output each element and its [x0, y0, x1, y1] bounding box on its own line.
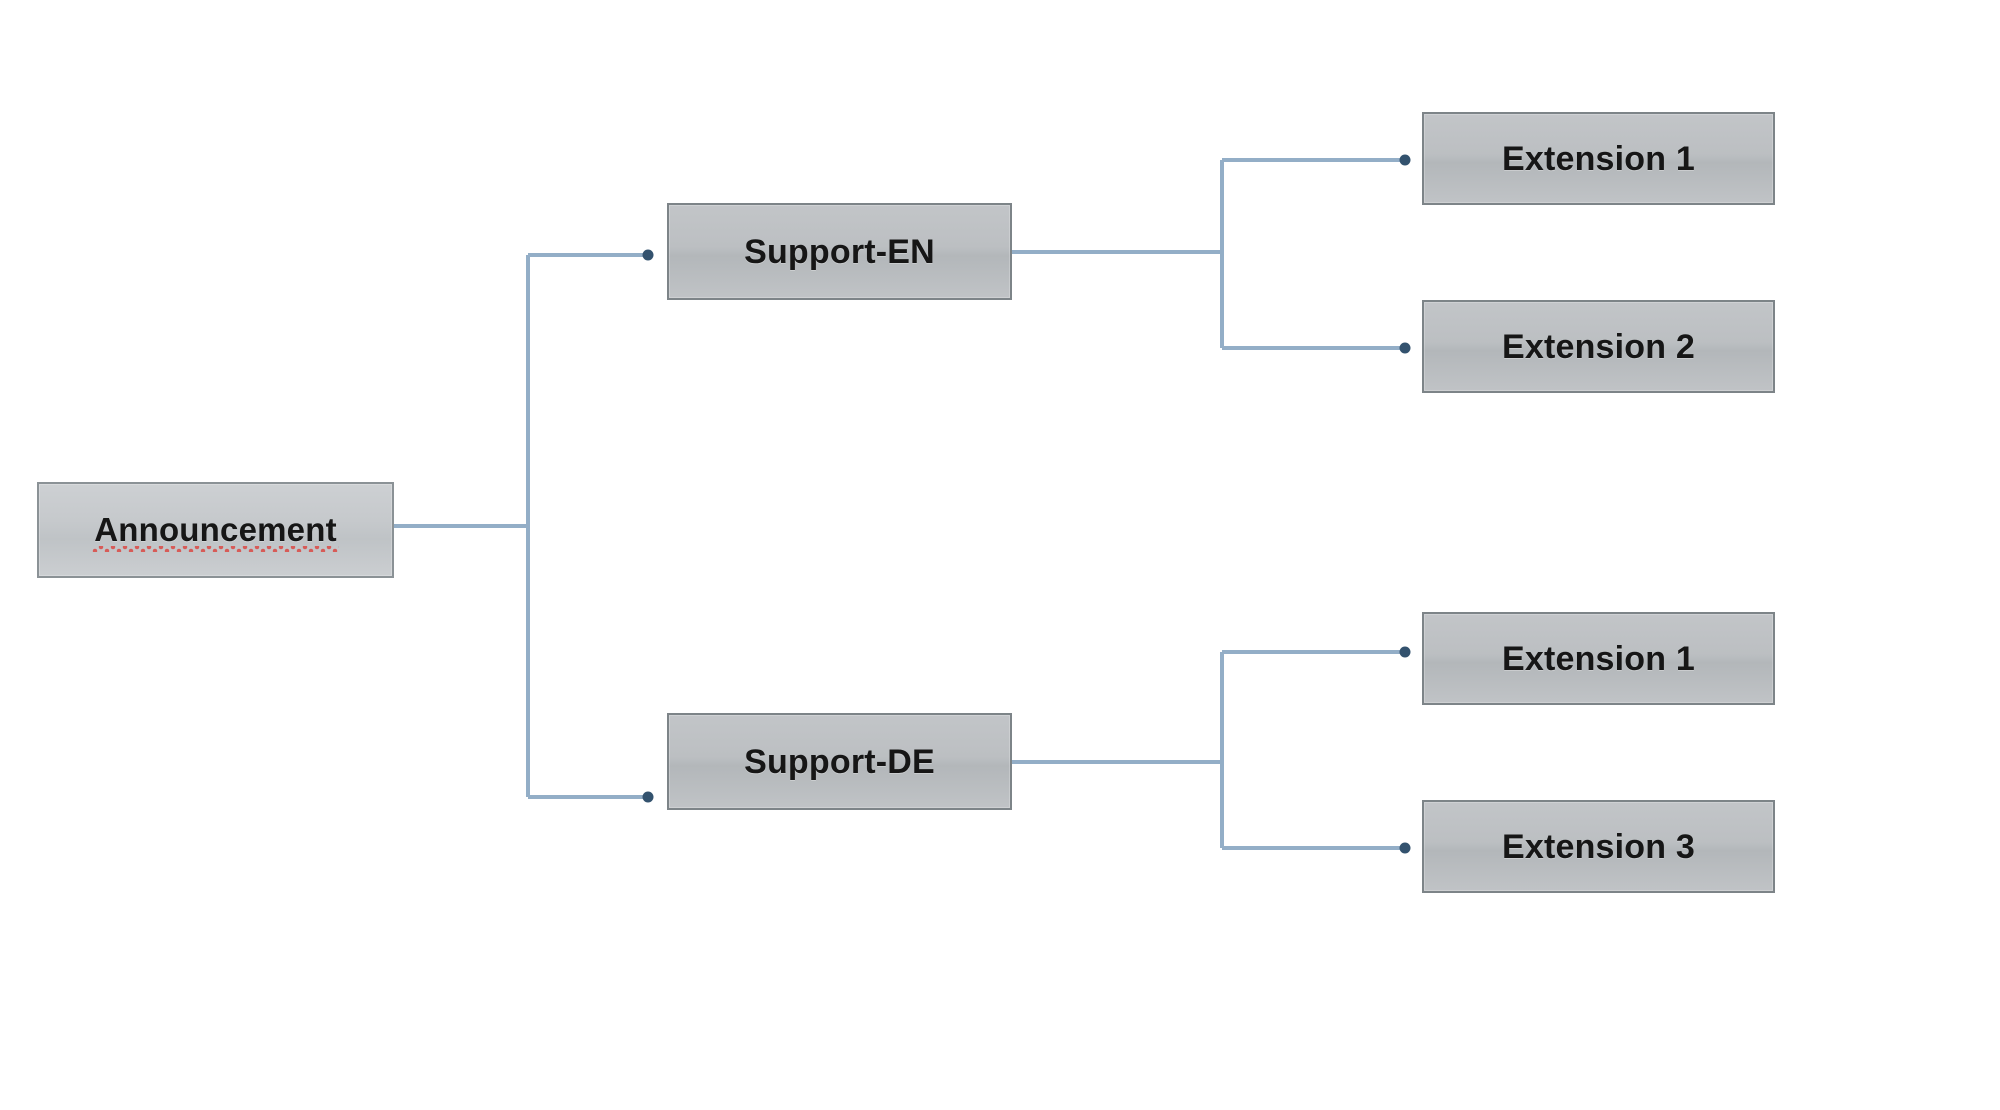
- node-extension-2-en[interactable]: Extension 2: [1422, 300, 1775, 393]
- node-extension-1-en[interactable]: Extension 1: [1422, 112, 1775, 205]
- node-extension-1-de-label: Extension 1: [1501, 639, 1696, 678]
- node-announcement-label: Announcement: [92, 510, 339, 552]
- node-extension-3-de-label: Extension 3: [1501, 827, 1696, 866]
- node-support-de[interactable]: Support-DE: [667, 713, 1012, 810]
- node-support-en-label: Support-EN: [744, 232, 935, 271]
- node-extension-1-en-label: Extension 1: [1501, 139, 1696, 178]
- node-extension-2-en-label: Extension 2: [1501, 327, 1696, 366]
- node-extension-1-de[interactable]: Extension 1: [1422, 612, 1775, 705]
- node-support-en[interactable]: Support-EN: [667, 203, 1012, 300]
- node-support-de-label: Support-DE: [744, 742, 935, 781]
- node-extension-3-de[interactable]: Extension 3: [1422, 800, 1775, 893]
- node-announcement[interactable]: Announcement: [37, 482, 394, 578]
